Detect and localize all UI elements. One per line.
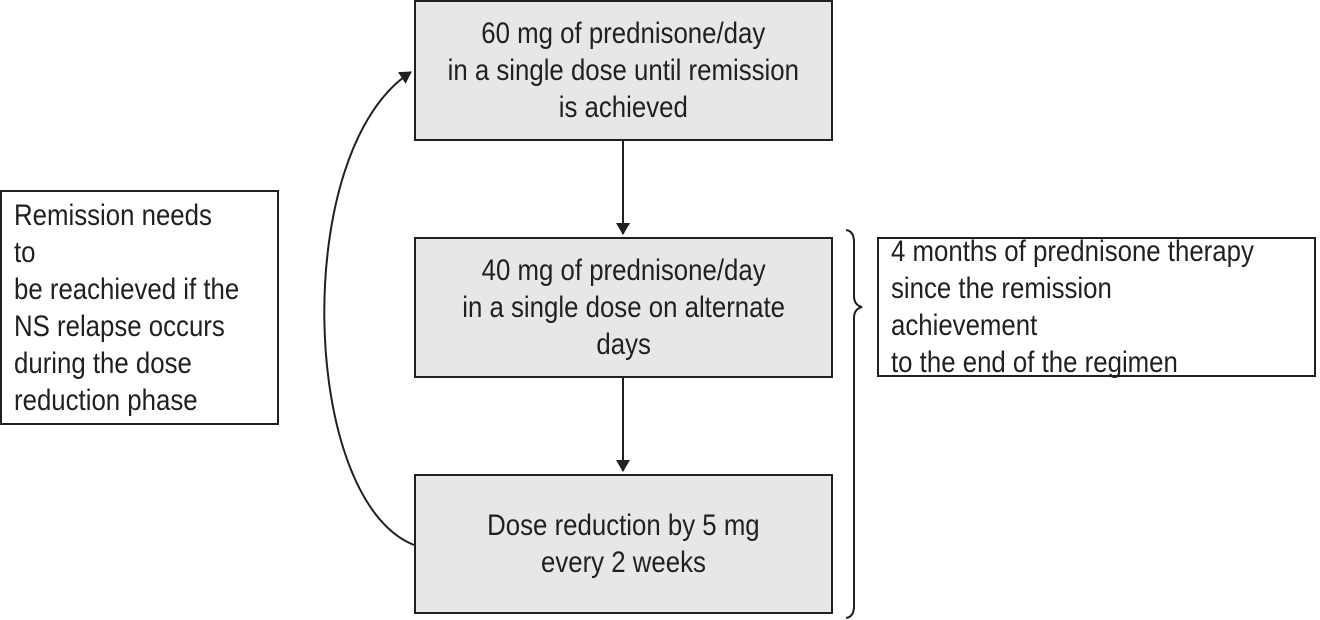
duration-note-box: 4 months of prednisone therapy since the… <box>877 235 1316 379</box>
step-box-dose-reduction: Dose reduction by 5 mg every 2 weeks <box>414 474 833 614</box>
relapse-loop-arrow <box>323 71 415 546</box>
relapse-note-text: Remission needs to be reachieved if the … <box>14 198 240 417</box>
step-box-initial-dose: 60 mg of prednisone/day in a single dose… <box>414 0 833 141</box>
step-text: 40 mg of prednisone/day in a single dose… <box>462 254 785 361</box>
step-box-alternate-days: 40 mg of prednisone/day in a single dose… <box>414 237 833 378</box>
duration-brace <box>845 229 863 619</box>
duration-note-text: 4 months of prednisone therapy since the… <box>891 235 1254 379</box>
step-text: 60 mg of prednisone/day in a single dose… <box>447 17 800 124</box>
relapse-note-box: Remission needs to be reachieved if the … <box>0 190 279 425</box>
step-text: Dose reduction by 5 mg every 2 weeks <box>487 509 760 579</box>
